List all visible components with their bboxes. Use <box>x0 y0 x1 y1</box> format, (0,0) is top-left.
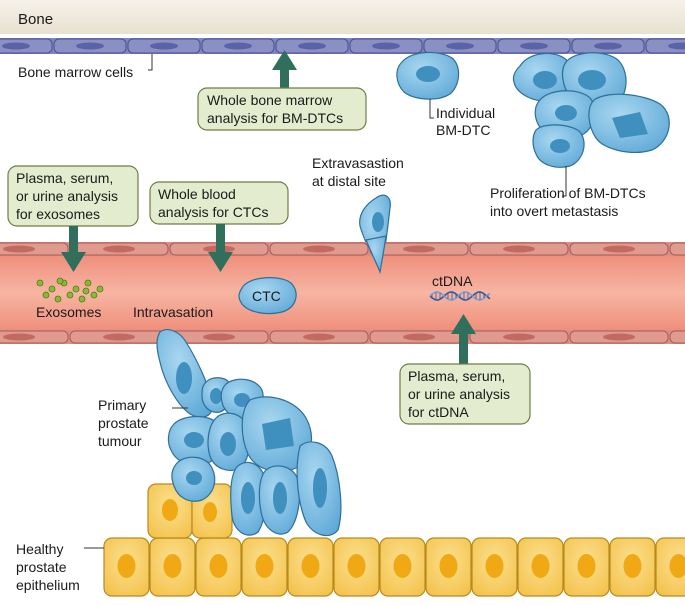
ctc-label: CTC <box>252 288 281 304</box>
vessel-wall-cell <box>69 330 169 344</box>
epithelium-cell <box>609 537 656 597</box>
proliferation-label-2: into overt metastasis <box>490 203 618 219</box>
vessel-wall-cell <box>469 242 569 256</box>
healthy-epithelium-label-2: prostate <box>16 559 67 575</box>
primary-tumour <box>156 329 342 537</box>
exosome-dot <box>56 277 64 285</box>
exosome-dot <box>84 279 92 287</box>
epithelium-cell <box>379 537 426 597</box>
healthy-epithelium-label-1: Healthy <box>16 541 63 557</box>
epithelium-cell <box>287 537 334 597</box>
epithelium-cell <box>425 537 472 597</box>
ctdna-analysis-line-2: or urine analysis <box>408 386 510 402</box>
ctdna-arrow <box>451 314 476 364</box>
vessel-wall-cell <box>569 242 669 256</box>
bone-marrow-cell <box>645 38 685 54</box>
individual-bm-dtc-leader <box>429 99 434 119</box>
individual-bm-dtc-label-1: Individual <box>436 105 495 121</box>
blood-analysis-line-1: Whole blood <box>158 186 236 202</box>
bone-marrow-cell <box>275 38 349 54</box>
extravasating-cell-tip <box>365 235 387 275</box>
proliferation-label-1: Proliferation of BM-DTCs <box>490 185 646 201</box>
vessel-wall-cell <box>469 330 569 344</box>
bone-marrow-cell <box>423 38 497 54</box>
proliferation-leader <box>562 166 567 197</box>
vessel-wall-cell <box>269 330 369 344</box>
exosome-analysis-line-2: or urine analysis <box>16 188 118 204</box>
blood-analysis-line-2: analysis for CTCs <box>158 204 268 220</box>
exosome-analysis-line-1: Plasma, serum, <box>16 170 113 186</box>
primary-tumour-label-3: tumour <box>98 433 142 449</box>
ctdna-label: ctDNA <box>432 273 473 289</box>
individual-bm-dtc-cell <box>396 51 460 100</box>
bone-marrow-cell <box>571 38 645 54</box>
exosome-dot <box>78 295 86 303</box>
bone-label: Bone <box>18 11 53 28</box>
exosomes-label: Exosomes <box>36 304 101 320</box>
ctdna-analysis-line-1: Plasma, serum, <box>408 368 505 384</box>
bone-marrow-cell <box>497 38 571 54</box>
bone-marrow-cell <box>53 38 127 54</box>
bone-marrow-leader <box>148 54 153 71</box>
bone-marrow-cell <box>0 38 53 54</box>
extravasation-label-1: Extravasastion <box>312 155 404 171</box>
exosome-analysis-line-3: for exosomes <box>16 206 100 222</box>
bone-marrow-cell <box>349 38 423 54</box>
exosome-dot <box>36 279 44 287</box>
healthy-epithelium-label-3: epithelium <box>16 577 80 593</box>
vessel-wall-cell <box>669 242 685 256</box>
exosome-dot <box>82 287 90 295</box>
vessel-wall-cell <box>269 242 369 256</box>
bone-marrow-cell-row <box>0 38 685 54</box>
bone-marrow-analysis-line-2: analysis for BM-DTCs <box>207 110 343 126</box>
epithelium-cell <box>517 537 564 597</box>
vessel-wall-cell <box>0 330 69 344</box>
exosome-dot <box>66 291 74 299</box>
exosome-analysis-box: Plasma, serum, or urine analysis for exo… <box>7 165 139 227</box>
blood-analysis-box: Whole blood analysis for CTCs <box>149 181 289 225</box>
intravasation-label: Intravasation <box>133 304 213 320</box>
epithelium-cell <box>103 537 150 597</box>
exosome-dot <box>42 291 50 299</box>
bone-marrow-cell <box>201 38 275 54</box>
exosome-dot <box>48 285 56 293</box>
bone-marrow-analysis-box: Whole bone marrow analysis for BM-DTCs <box>197 87 367 131</box>
vessel-wall-cell <box>669 330 685 344</box>
bone-marrow-cell <box>127 38 201 54</box>
ctc-cell: CTC <box>238 277 297 315</box>
epithelium-cell <box>655 537 685 597</box>
bone-marrow-arrow <box>272 50 297 88</box>
bone-marrow-analysis-line-1: Whole bone marrow <box>207 92 333 108</box>
individual-bm-dtc-label-2: BM-DTC <box>436 122 490 138</box>
epithelium-cell <box>333 537 380 597</box>
epithelium-cell <box>563 537 610 597</box>
exosome-dot <box>90 291 98 299</box>
epithelium-cell <box>471 537 518 597</box>
exosome-arrow <box>61 226 86 272</box>
epithelium-cell <box>195 537 242 597</box>
bone-region <box>0 0 685 34</box>
ctdna-analysis-box: Plasma, serum, or urine analysis for ctD… <box>399 363 531 425</box>
metastasis-cluster <box>512 52 670 168</box>
vessel-wall-cell <box>569 330 669 344</box>
blood-arrow <box>208 224 233 272</box>
exosome-dot <box>54 295 62 303</box>
vessel-wall-cell <box>0 242 69 256</box>
epithelium-cell <box>241 537 288 597</box>
bone-marrow-cells-label: Bone marrow cells <box>18 64 133 80</box>
exosome-dot <box>96 285 104 293</box>
exosome-dot <box>72 285 80 293</box>
ctdna-helix <box>429 291 491 301</box>
blood-vessel <box>0 242 685 344</box>
epithelium-cell <box>149 537 196 597</box>
primary-tumour-label-1: Primary <box>98 397 146 413</box>
primary-tumour-label-2: prostate <box>98 415 149 431</box>
extravasation-label-2: at distal site <box>312 173 386 189</box>
healthy-epithelium-row <box>103 537 685 597</box>
exosome-particles <box>36 277 104 303</box>
ctdna-analysis-line-3: for ctDNA <box>408 404 469 420</box>
